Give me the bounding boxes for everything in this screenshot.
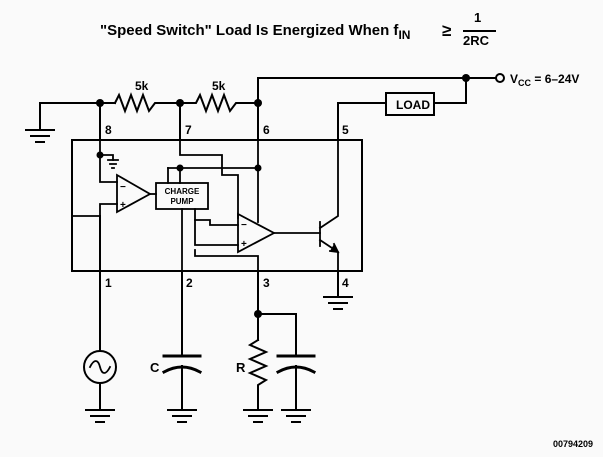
resistor-5k-1 [113, 92, 181, 114]
pin-4-label: 4 [342, 276, 349, 290]
pin-3-label: 3 [263, 276, 270, 290]
wire-load-to-pin5 [337, 102, 387, 141]
capacitor-c-label: C [150, 360, 160, 375]
title-fraction-bar [463, 30, 496, 32]
wire-vcc [257, 77, 497, 104]
title-denominator: 2RC [463, 33, 490, 48]
opamp2-minus: − [241, 220, 247, 231]
wire-pin3-cap [257, 313, 297, 357]
title-numerator: 1 [474, 10, 482, 25]
wire-load-right [433, 77, 467, 104]
resistor-r [247, 338, 269, 411]
opamp2-plus: + [241, 239, 247, 250]
ground-symbol-pin3-cap [281, 409, 311, 423]
charge-pump-label-2: PUMP [170, 197, 194, 206]
ground-symbol-left [25, 102, 55, 143]
resistor-r-label: R [236, 360, 246, 375]
pin-7-label: 7 [185, 123, 192, 137]
charge-pump-label-1: CHARGE [165, 187, 200, 196]
diagram-title: "Speed Switch" Load Is Energized When fI… [100, 10, 540, 58]
ground-symbol-pin3-r [243, 409, 273, 423]
pin-8-label: 8 [105, 123, 112, 137]
title-text: "Speed Switch" Load Is Energized When f [100, 22, 399, 39]
title-subscript: IN [398, 28, 411, 42]
opamp1-plus: + [120, 200, 126, 211]
ac-source-wave [88, 360, 112, 374]
resistor-1-label: 5k [135, 79, 149, 93]
pin-5-label: 5 [342, 123, 349, 137]
ground-symbol-pin1 [85, 409, 115, 423]
load-label: LOAD [396, 98, 430, 112]
figure-id: 00794209 [552, 439, 593, 449]
vcc-label: VCC = 6–24V [510, 72, 579, 88]
ic-package [71, 139, 363, 272]
internal-wiring [71, 139, 340, 272]
pin-2-label: 2 [186, 276, 193, 290]
ground-symbol-pin2 [167, 409, 197, 423]
title-geq-symbol: ≥ [442, 21, 452, 40]
resistor-5k-2 [179, 92, 259, 114]
vcc-terminal[interactable] [495, 73, 505, 83]
ground-symbol-pin4 [323, 296, 353, 310]
opamp1-minus: − [120, 182, 126, 193]
pin-1-label: 1 [105, 276, 112, 290]
pin-6-label: 6 [263, 123, 270, 137]
resistor-2-label: 5k [212, 79, 226, 93]
